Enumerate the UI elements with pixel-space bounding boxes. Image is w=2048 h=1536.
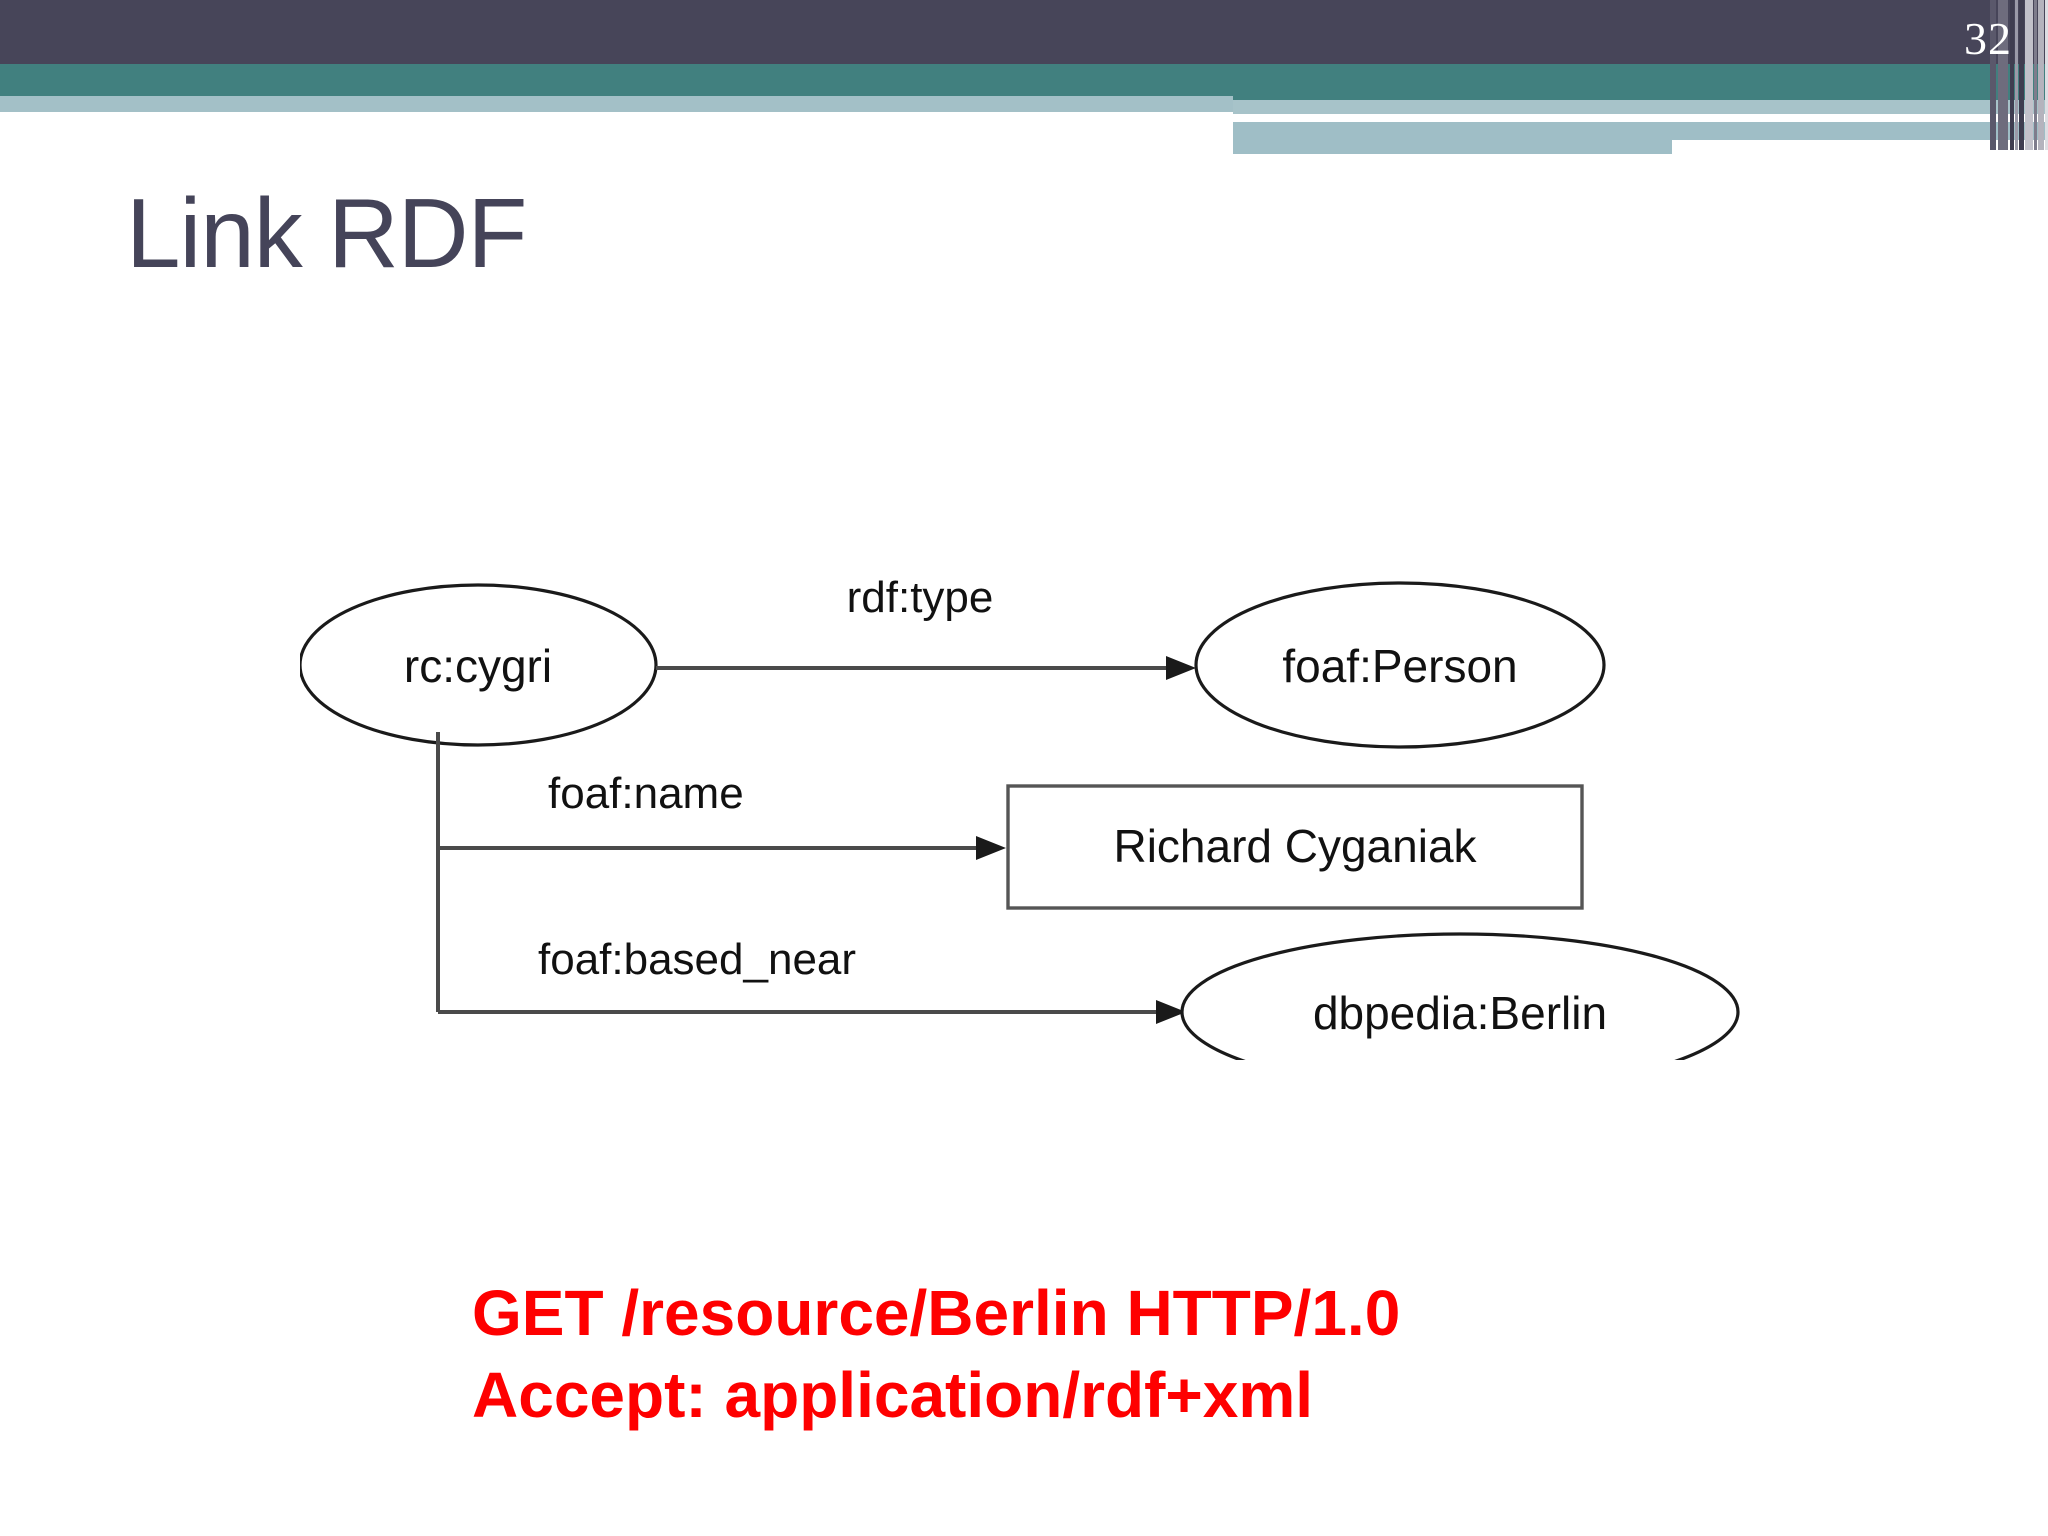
node-foaf-person-label: foaf:Person	[1282, 640, 1517, 692]
edge-stripe	[2025, 0, 2033, 150]
http-request-line-2: Accept: application/rdf+xml	[472, 1359, 1314, 1431]
page-title: Link RDF	[126, 178, 527, 288]
page-number: 32	[1964, 13, 2012, 64]
edge-rdf-type-arrowhead	[1166, 656, 1196, 680]
edge-stripe	[2038, 0, 2044, 150]
header-light-band	[0, 96, 1233, 112]
header-light-band-thin	[1233, 100, 2048, 114]
edge-stripe	[2015, 0, 2018, 150]
edge-stripe	[2034, 0, 2037, 150]
header-teal-band	[0, 64, 2048, 96]
node-rc-cygri-shape	[300, 583, 658, 747]
edge-foaf-based-near-label: foaf:based_near	[538, 935, 856, 984]
header-light-band-wide	[1233, 122, 2048, 154]
edge-foaf-name-arrowhead	[976, 836, 1006, 860]
edge-stripe	[2019, 0, 2024, 150]
node-foaf-person-shape	[1194, 581, 1606, 749]
header-dark-band	[0, 0, 2048, 64]
http-request-line-1: GET /resource/Berlin HTTP/1.0	[472, 1277, 1401, 1349]
header-teal-band-extension	[1233, 64, 2048, 100]
node-dbpedia-berlin-label: dbpedia:Berlin	[1313, 987, 1607, 1039]
edge-rdf-type-label: rdf:type	[847, 573, 994, 622]
header-decoration	[0, 0, 2048, 154]
node-richard-cyganiak-shape	[1006, 784, 1584, 910]
edge-foaf-based-near-arrowhead	[1156, 1000, 1186, 1024]
node-rc-cygri-label: rc:cygri	[404, 640, 552, 692]
rdf-graph-diagram: rc:cygri rdf:type foaf:Person foaf:name …	[300, 560, 1800, 1060]
node-dbpedia-berlin-shape	[1180, 932, 1740, 1060]
edge-foaf-name-label: foaf:name	[548, 769, 744, 818]
node-richard-cyganiak-label: Richard Cyganiak	[1113, 820, 1477, 872]
http-request-block: GET /resource/Berlin HTTP/1.0 Accept: ap…	[472, 1272, 1400, 1436]
header-light-band-notch	[1672, 140, 2048, 154]
